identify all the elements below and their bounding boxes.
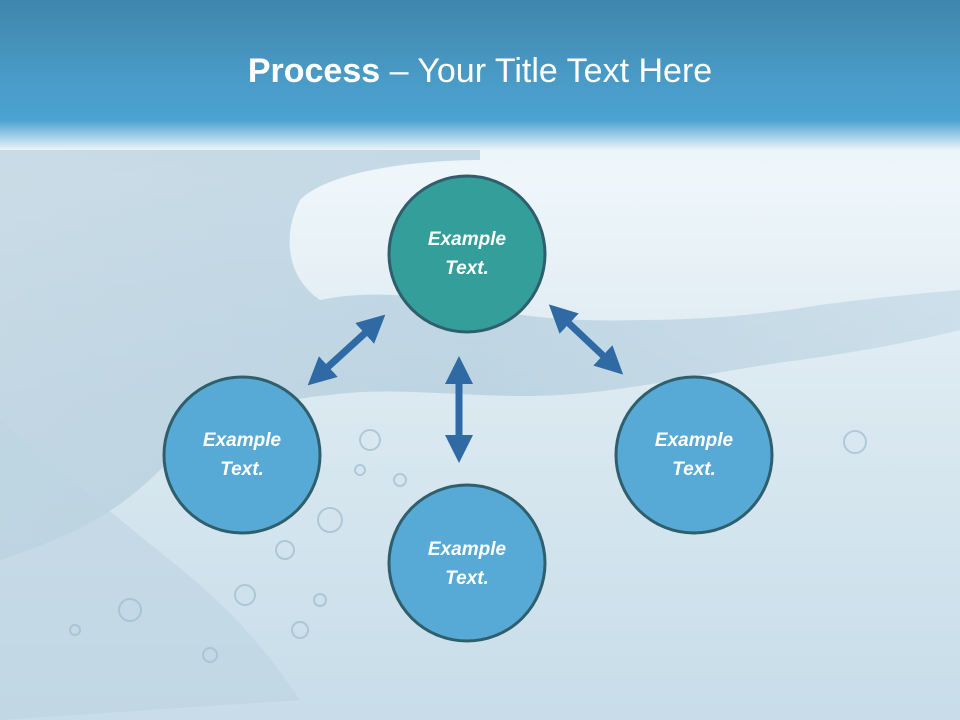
node-right-line1: Example — [654, 430, 734, 451]
node-right-circle — [614, 375, 774, 535]
node-bottom-circle — [387, 483, 547, 643]
node-top-circle — [387, 174, 547, 334]
node-left-line1: Example — [202, 430, 282, 451]
node-right-line2: Text. — [672, 459, 716, 480]
slide-title: Process – Your Title Text Here — [0, 52, 960, 91]
node-left-label: Example Text. — [172, 426, 312, 484]
node-right-label: Example Text. — [624, 426, 764, 484]
node-top-label: Example Text. — [397, 225, 537, 283]
title-text: Your Title Text Here — [417, 52, 713, 90]
node-bottom-line1: Example — [427, 539, 507, 560]
title-bold: Process — [247, 52, 381, 90]
node-left-line2: Text. — [220, 459, 264, 480]
node-bottom-label: Example Text. — [397, 535, 537, 593]
node-top-line1: Example — [427, 229, 507, 250]
node-bottom-line2: Text. — [445, 568, 489, 589]
title-separator: – — [380, 52, 418, 90]
arrow-top-left — [307, 314, 386, 386]
arrow-top-right — [548, 304, 624, 375]
node-left-circle — [162, 375, 322, 535]
node-top-line2: Text. — [445, 258, 489, 279]
title-bar — [0, 0, 960, 150]
